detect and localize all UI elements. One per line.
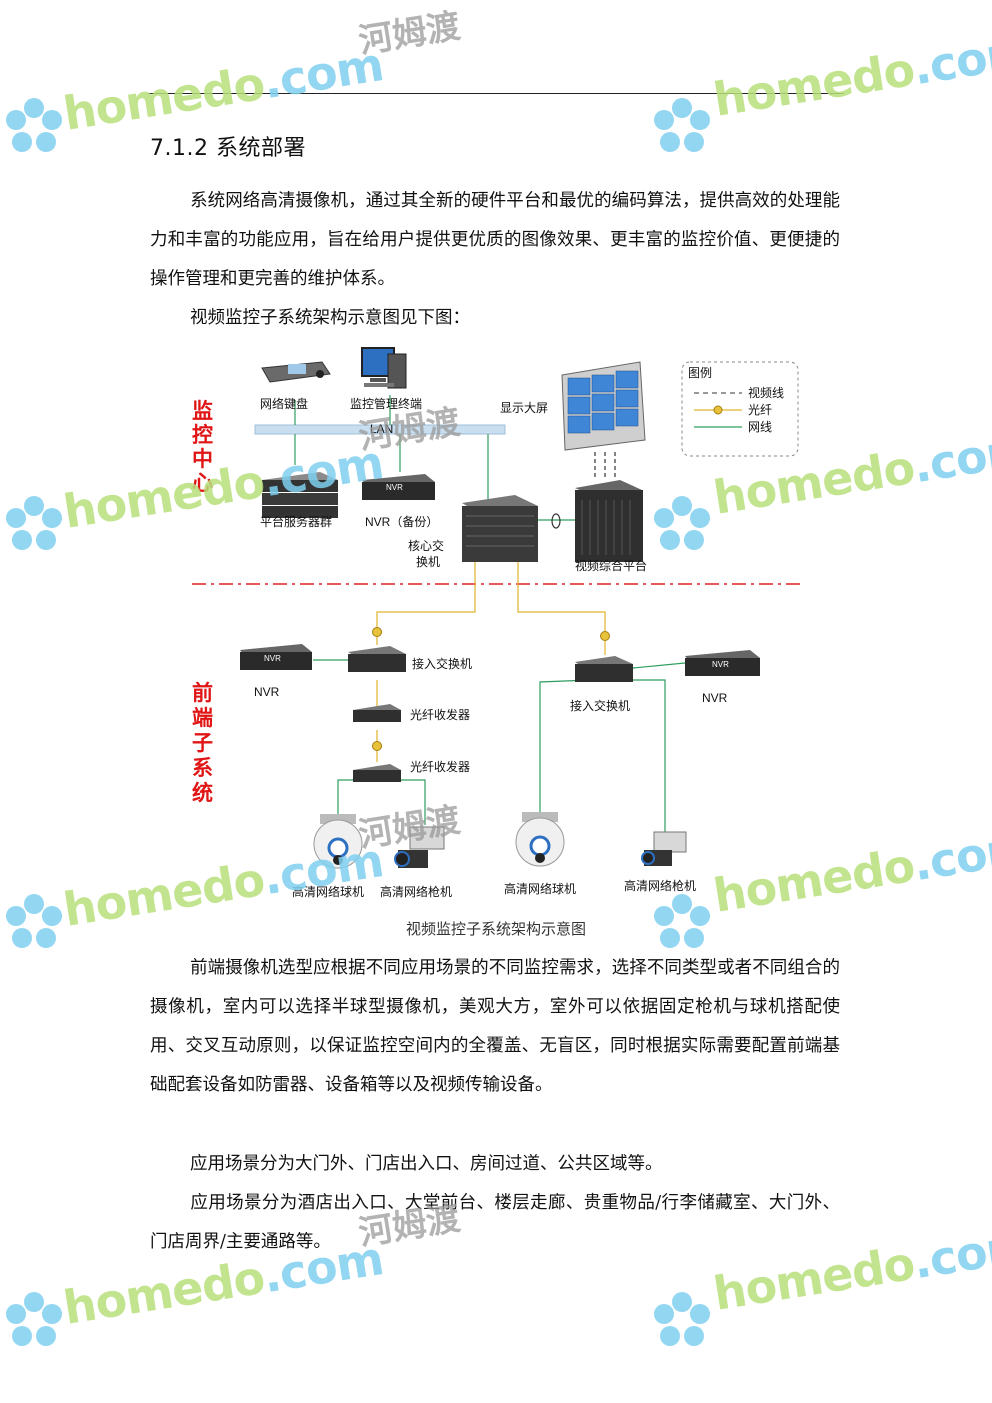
monitoring-terminal-device xyxy=(361,347,407,389)
paragraph-scenarios-2: 应用场景分为酒店出入口、大堂前台、楼层走廊、贵重物品/行李储藏室、大门外、门店周… xyxy=(150,1184,840,1262)
label-nvr-right: NVR xyxy=(702,691,728,705)
zone-center-char-3: 中 xyxy=(192,447,213,471)
label-videowall: 显示大屏 xyxy=(500,401,548,415)
watermark-flower-icon xyxy=(6,98,62,152)
label-video-platform: 视频综合平台 xyxy=(575,558,647,573)
zone-front-char-4: 系 xyxy=(192,756,213,780)
watermark-flower-icon xyxy=(6,1292,62,1346)
nvr-badge-backup: NVR xyxy=(386,483,403,492)
core-switch-device xyxy=(462,495,538,562)
zone-center-label: 监 控 中 心 xyxy=(192,399,213,495)
watermark-flower-icon xyxy=(654,894,710,948)
zone-front-char-1: 前 xyxy=(192,681,213,705)
bullet-camera-1-device xyxy=(394,826,445,868)
legend-video-line: 视频线 xyxy=(748,385,784,400)
label-dome-1: 高清网络球机 xyxy=(292,884,364,899)
zone-center-char-2: 控 xyxy=(192,423,213,447)
paragraph-scenarios-2-text: 应用场景分为酒店出入口、大堂前台、楼层走廊、贵重物品/行李储藏室、大门外、门店周… xyxy=(150,1193,840,1252)
bullet-camera-2-device xyxy=(641,831,687,866)
dome-camera-2-device xyxy=(515,812,565,867)
lan-bar xyxy=(254,424,506,435)
fiber-connectors xyxy=(372,627,610,751)
nvr-badge-left: NVR xyxy=(264,654,281,663)
paragraph-diagram-ref: 视频监控子系统架构示意图见下图： xyxy=(150,299,840,338)
watermark-flower-icon xyxy=(654,98,710,152)
watermark-flower-icon xyxy=(654,496,710,550)
nvr-badge-right: NVR xyxy=(712,660,729,669)
watermark-flower-icon xyxy=(6,496,62,550)
watermark-tld: .com xyxy=(909,421,992,494)
watermark-cn: 河姆渡 xyxy=(356,6,464,62)
zone-center-char-1: 监 xyxy=(192,399,213,423)
nvr-left-device: NVR xyxy=(240,644,312,670)
label-servers: 平台服务器群 xyxy=(260,514,332,529)
paragraph-camera-selection: 前端摄像机选型应根据不同应用场景的不同监控需求，选择不同类型或者不同组合的摄像机… xyxy=(150,949,840,1105)
label-transceiver-2: 光纤收发器 xyxy=(410,759,470,774)
label-transceiver-1: 光纤收发器 xyxy=(410,707,470,722)
watermark-tld: .com xyxy=(909,1217,992,1290)
center-network-lines xyxy=(294,395,578,521)
transceiver-1-device xyxy=(353,704,401,722)
zone-front-char-2: 端 xyxy=(192,706,213,730)
video-lines xyxy=(594,452,616,480)
label-terminal: 监控管理终端 xyxy=(350,396,422,411)
diagram-caption: 视频监控子系统架构示意图 xyxy=(405,920,586,938)
paragraph-scenarios-1: 应用场景分为大门外、门店出入口、房间过道、公共区域等。 xyxy=(150,1145,840,1184)
video-wall-device xyxy=(561,361,646,451)
legend-fiber-icon xyxy=(713,405,723,415)
watermark-tld: .com xyxy=(259,37,387,110)
network-keyboard-device xyxy=(261,361,331,383)
watermark-text: homedo.com xyxy=(60,37,387,141)
label-nvr-backup: NVR（备份） xyxy=(365,515,438,529)
label-core-switch-2: 换机 xyxy=(416,555,440,569)
watermark-text: homedo.com xyxy=(710,23,992,127)
transceiver-2-device xyxy=(353,764,401,782)
nvr-backup-device: NVR xyxy=(362,474,435,500)
label-bullet-2: 高清网络枪机 xyxy=(624,878,696,893)
nvr-right-device: NVR xyxy=(685,650,760,676)
dome-camera-1-device xyxy=(313,814,363,869)
watermark-tld: .com xyxy=(909,23,992,96)
section-heading: 7.1.2 系统部署 xyxy=(150,136,306,161)
legend-fiber: 光纤 xyxy=(748,403,772,417)
zone-front-char-5: 统 xyxy=(192,781,213,805)
paragraph-scenarios-1-text: 应用场景分为大门外、门店出入口、房间过道、公共区域等。 xyxy=(190,1154,663,1174)
watermark-tld: .com xyxy=(909,819,992,892)
label-bullet-1: 高清网络枪机 xyxy=(380,884,452,899)
label-access-switch-right: 接入交换机 xyxy=(570,698,630,713)
watermark-brand: homedo xyxy=(709,41,918,127)
watermark-brand: homedo xyxy=(59,1249,268,1335)
access-switch-left-device xyxy=(348,646,406,672)
front-network-lines xyxy=(313,659,686,832)
video-platform-device xyxy=(575,480,643,562)
watermark-flower-icon xyxy=(6,894,62,948)
label-core-switch-1: 核心交 xyxy=(408,538,444,553)
label-keyboard: 网络键盘 xyxy=(260,396,308,411)
lan-label: LAN xyxy=(370,422,393,436)
label-dome-2: 高清网络球机 xyxy=(504,881,576,896)
label-access-switch-left: 接入交换机 xyxy=(412,656,472,671)
header-rule xyxy=(148,93,844,94)
zone-center-char-4: 心 xyxy=(192,471,213,495)
legend-network: 网线 xyxy=(748,420,772,434)
legend-title: 图例 xyxy=(688,366,712,380)
watermark-brand: homedo xyxy=(59,55,268,141)
paragraph-intro: 系统网络高清摄像机，通过其全新的硬件平台和最优的编码算法，提供高效的处理能力和丰… xyxy=(150,182,840,299)
legend: 图例 视频线 光纤 网线 xyxy=(681,361,799,457)
zone-front-label: 前 端 子 系 统 xyxy=(192,681,213,805)
paragraph-camera-selection-text: 前端摄像机选型应根据不同应用场景的不同监控需求，选择不同类型或者不同组合的摄像机… xyxy=(150,958,840,1095)
paragraph-diagram-ref-text: 视频监控子系统架构示意图见下图： xyxy=(190,308,470,328)
watermark-flower-icon xyxy=(654,1292,710,1346)
server-cluster-device xyxy=(262,472,338,518)
access-switch-right-device xyxy=(575,656,633,682)
label-nvr-left: NVR xyxy=(254,685,280,699)
zone-front-char-3: 子 xyxy=(192,731,213,755)
fiber-link-center xyxy=(551,513,561,529)
paragraph-intro-text: 系统网络高清摄像机，通过其全新的硬件平台和最优的编码算法，提供高效的处理能力和丰… xyxy=(150,191,840,289)
surveillance-architecture-diagram: 监 控 中 心 前 端 子 系 统 LAN 网络键盘 xyxy=(192,347,802,899)
